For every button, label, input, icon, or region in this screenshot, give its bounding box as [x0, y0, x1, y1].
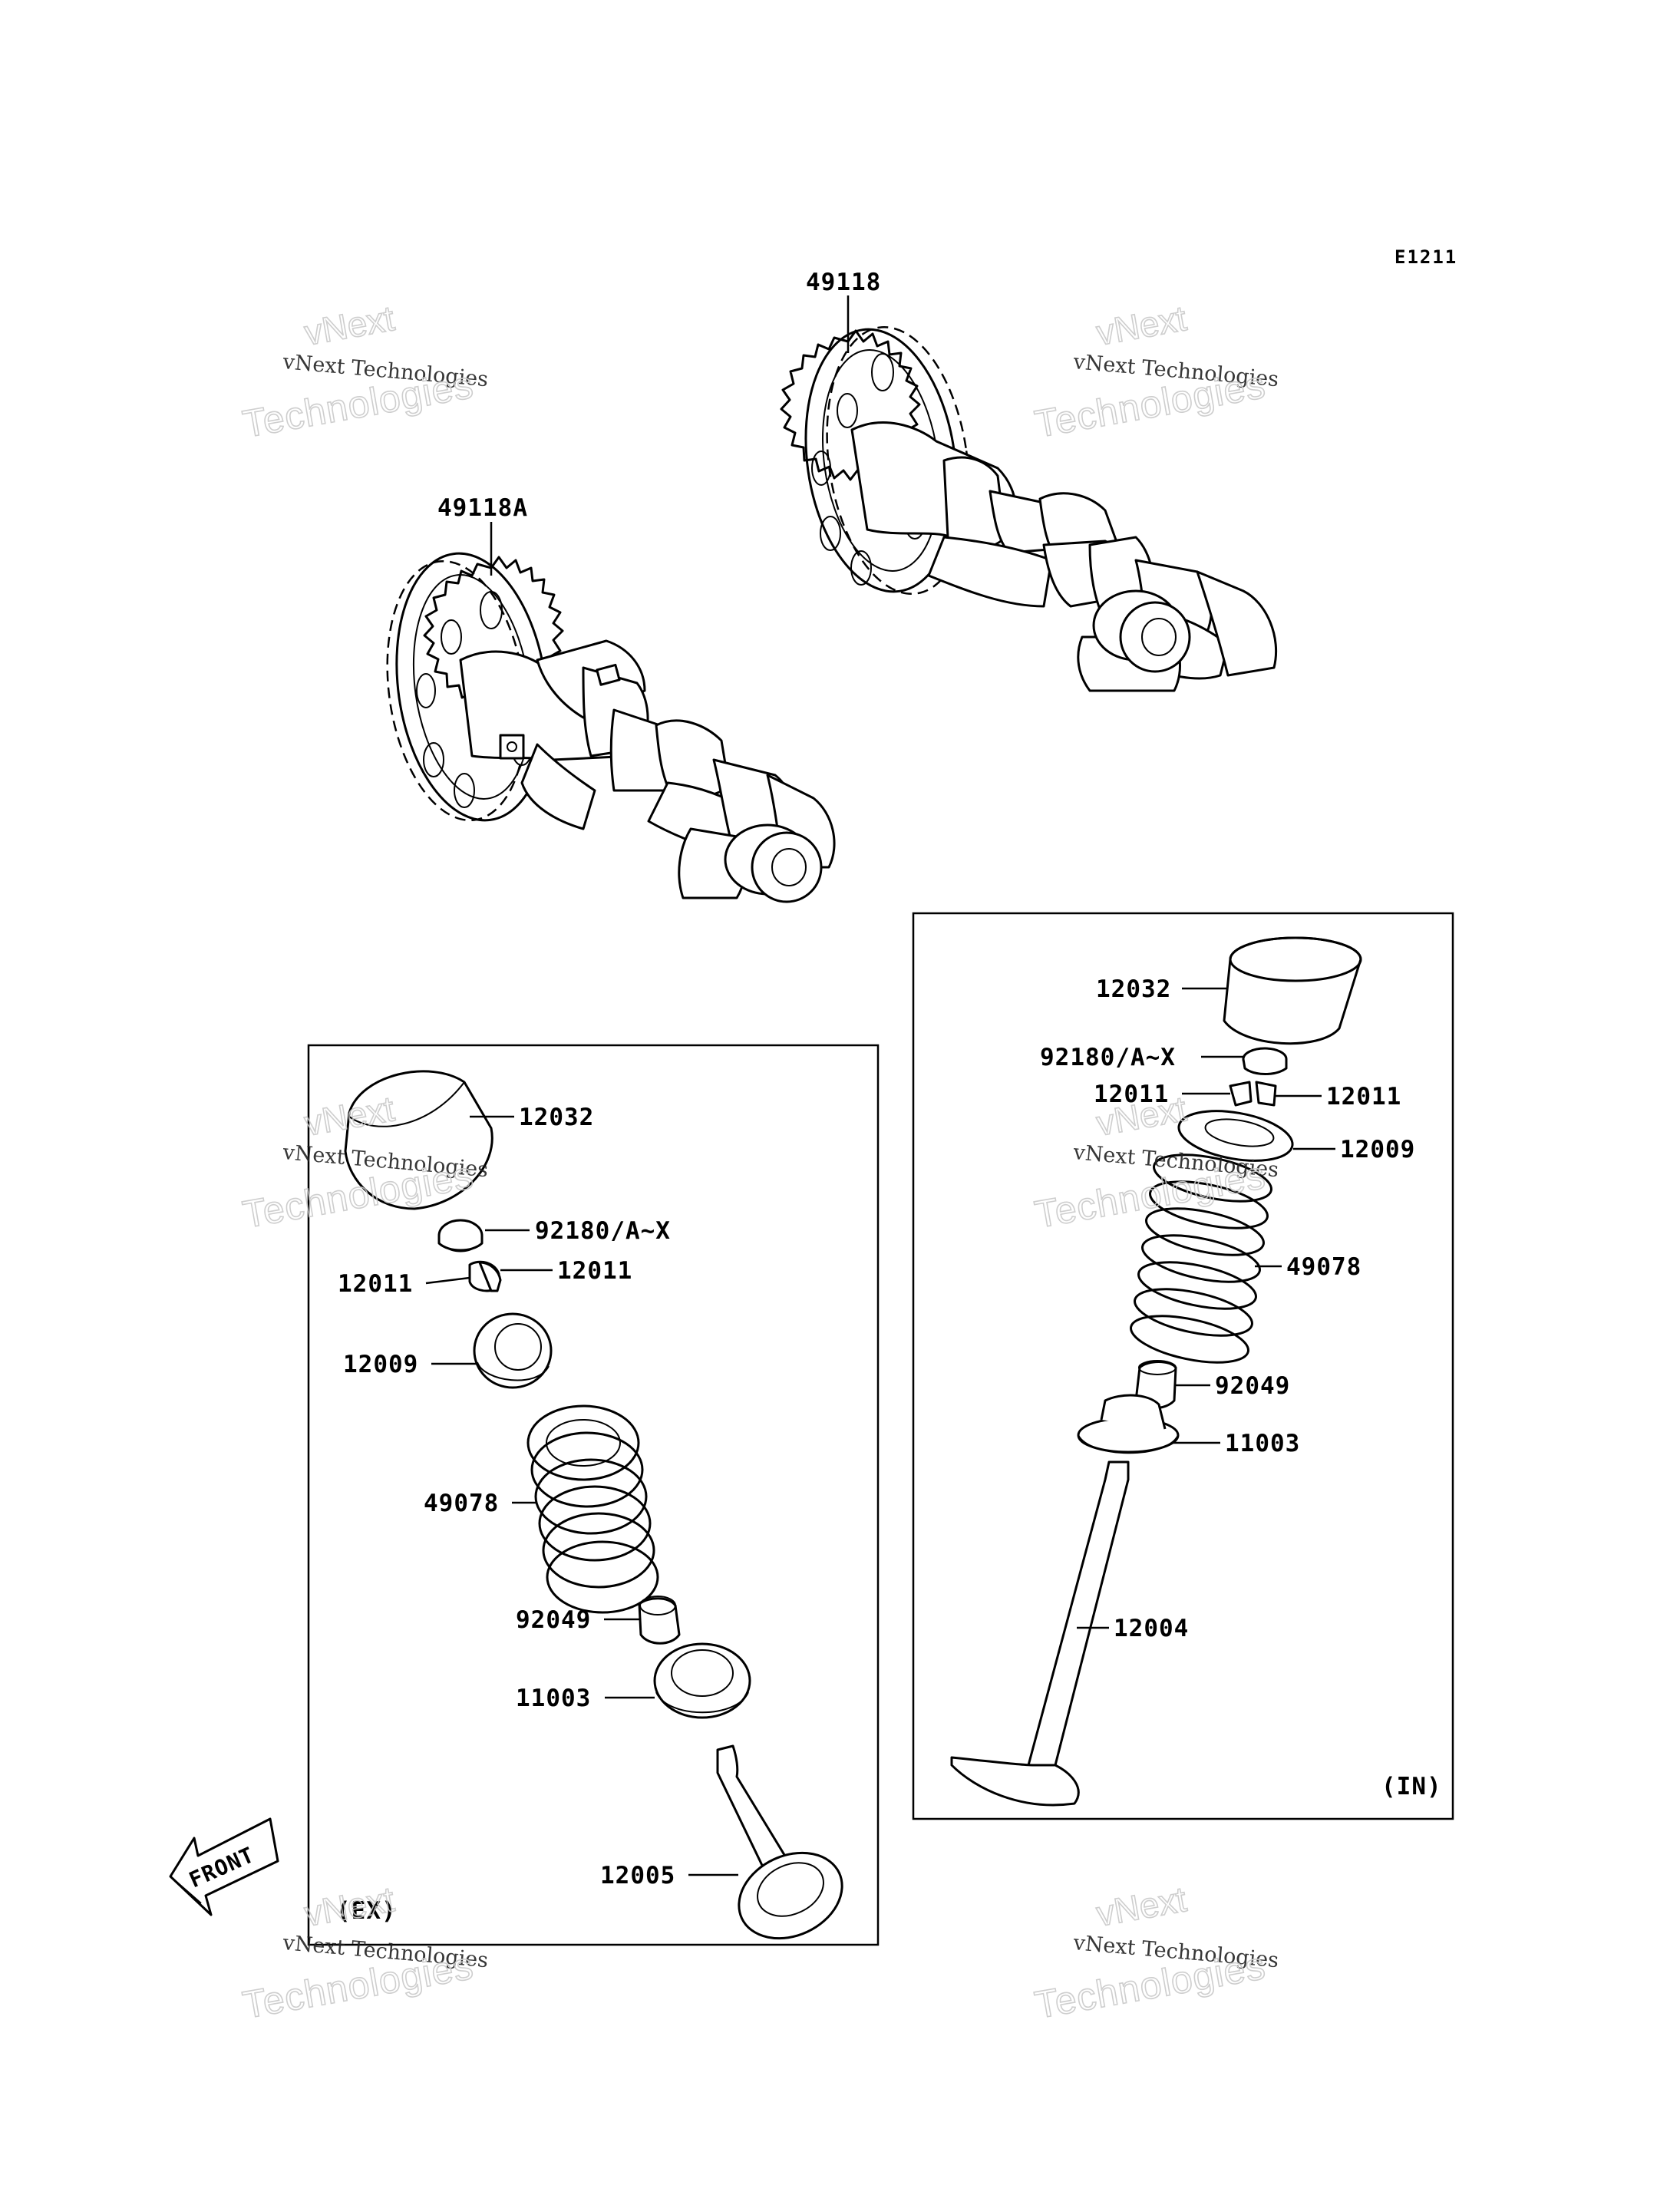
front-arrow-marker: FRONT [169, 1817, 279, 1916]
intake-valve-parts [950, 936, 1362, 1807]
svg-text:vNext: vNext [302, 1879, 398, 1934]
ex-label-49078: 49078 [424, 1490, 499, 1517]
ex-group-label: (EX) [336, 1897, 397, 1925]
svg-text:vNext: vNext [1094, 298, 1190, 353]
exhaust-valve-box [307, 1044, 880, 1946]
ex-label-11003: 11003 [516, 1685, 591, 1712]
diagram-code: E1211 [1394, 246, 1457, 268]
label-49118: 49118 [806, 269, 881, 296]
ex-label-12032: 12032 [519, 1104, 594, 1131]
ex-label-12005: 12005 [600, 1862, 675, 1889]
in-group-label: (IN) [1381, 1773, 1442, 1800]
watermark-bottom-right: vNext vNext Technologies Technologies [1031, 1878, 1279, 2027]
watermark-bottom-left: vNext vNext Technologies Technologies [239, 1878, 489, 2027]
in-label-49078: 49078 [1286, 1253, 1361, 1281]
svg-text:vNext: vNext [1094, 1879, 1190, 1934]
intake-valve-box [912, 912, 1454, 1820]
watermark-top-right: vNext vNext Technologies Technologies [1031, 297, 1279, 446]
in-label-12032: 12032 [1096, 975, 1171, 1003]
in-label-12011-left: 12011 [1094, 1081, 1169, 1108]
camshaft-49118A [386, 552, 836, 903]
in-label-12011-right: 12011 [1326, 1083, 1401, 1111]
in-label-12009: 12009 [1340, 1136, 1415, 1163]
in-label-11003: 11003 [1225, 1430, 1300, 1457]
camshaft-49118 [780, 326, 1278, 692]
watermark-top-left: vNext vNext Technologies Technologies [239, 297, 489, 446]
svg-text:vNext: vNext [302, 298, 398, 353]
ex-label-12009: 12009 [343, 1351, 418, 1378]
ex-label-92049: 92049 [516, 1606, 591, 1634]
label-49118A: 49118A [437, 494, 528, 522]
watermark-mid-right: vNext vNext Technologies Technologies [1031, 1087, 1279, 1236]
exhaust-valve-parts [344, 1070, 843, 1940]
in-label-12004: 12004 [1114, 1615, 1189, 1642]
ex-label-92180: 92180/A~X [535, 1217, 671, 1245]
in-label-92180: 92180/A~X [1040, 1044, 1176, 1071]
ex-label-12011-right: 12011 [557, 1257, 632, 1285]
in-label-92049: 92049 [1215, 1372, 1290, 1400]
ex-label-12011-left: 12011 [338, 1270, 413, 1298]
